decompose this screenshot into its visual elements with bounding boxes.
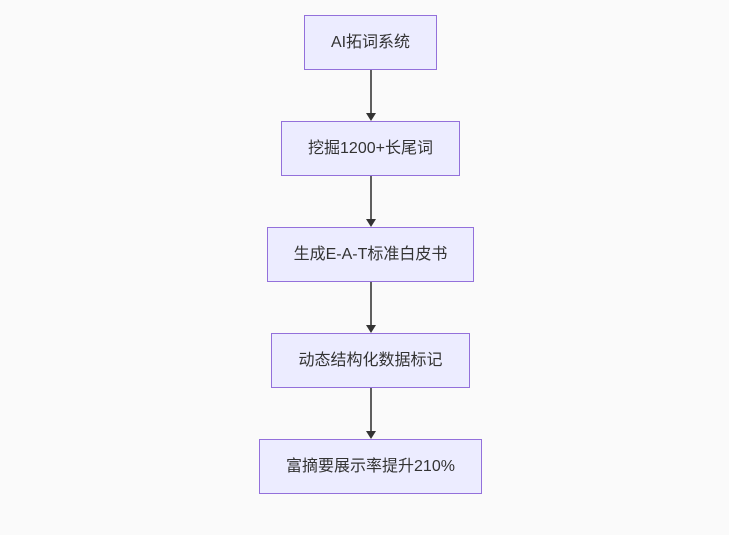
- flowchart: AI拓词系统 挖掘1200+长尾词 生成E-A-T标准白皮书 动态结构化数据标记: [259, 0, 482, 494]
- flowchart-node-step-3: 生成E-A-T标准白皮书: [266, 227, 475, 282]
- arrow-down-icon: [365, 70, 376, 121]
- arrow-down-icon: [365, 282, 376, 333]
- arrow-line: [369, 176, 372, 220]
- arrow-line: [369, 70, 372, 114]
- flowchart-node-step-2: 挖掘1200+长尾词: [281, 121, 460, 176]
- arrowhead-icon: [365, 325, 376, 333]
- node-label: 挖掘1200+长尾词: [308, 140, 433, 157]
- node-label: AI拓词系统: [330, 34, 411, 51]
- node-label: 富摘要展示率提升210%: [286, 458, 455, 475]
- arrowhead-icon: [365, 431, 376, 439]
- node-label: 动态结构化数据标记: [298, 352, 443, 369]
- arrowhead-icon: [365, 219, 376, 227]
- flowchart-node-step-4: 动态结构化数据标记: [271, 333, 470, 388]
- arrow-line: [369, 282, 372, 326]
- arrow-down-icon: [365, 176, 376, 227]
- node-label: 生成E-A-T标准白皮书: [293, 246, 448, 263]
- arrow-down-icon: [365, 388, 376, 439]
- arrow-line: [369, 388, 372, 432]
- arrowhead-icon: [365, 113, 376, 121]
- flowchart-node-step-5: 富摘要展示率提升210%: [259, 439, 482, 494]
- flowchart-node-step-1: AI拓词系统: [303, 15, 438, 70]
